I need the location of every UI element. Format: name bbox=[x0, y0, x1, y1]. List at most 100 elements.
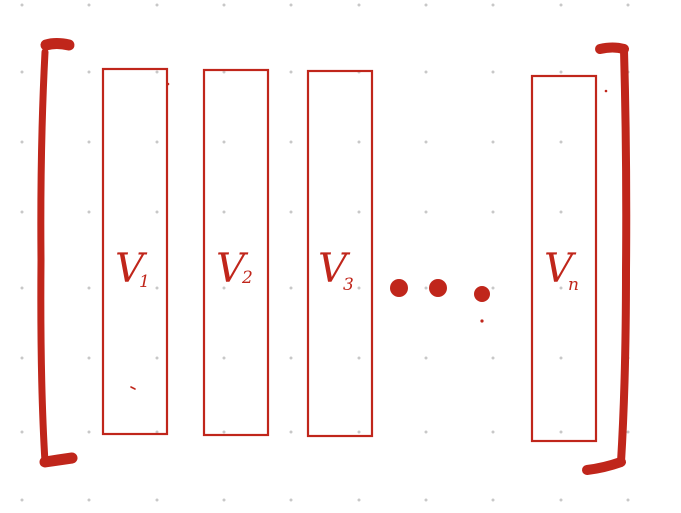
grid-dot bbox=[87, 430, 91, 434]
grid-dot bbox=[155, 498, 159, 502]
grid-dot bbox=[155, 356, 159, 360]
grid-dot bbox=[491, 210, 495, 214]
column-label-subscript: 3 bbox=[343, 275, 354, 295]
grid-dot bbox=[87, 356, 91, 360]
grid-dot bbox=[20, 140, 24, 144]
grid-dot bbox=[491, 356, 495, 360]
grid-dot bbox=[491, 140, 495, 144]
column-label-subscript: 1 bbox=[139, 272, 150, 292]
grid-dot bbox=[155, 140, 159, 144]
grid-dot bbox=[626, 498, 630, 502]
grid-dot bbox=[424, 498, 428, 502]
stray-mark bbox=[130, 386, 136, 390]
grid-dot bbox=[222, 498, 226, 502]
grid-dot bbox=[289, 356, 293, 360]
column-vector-3: V 3 bbox=[306, 69, 374, 438]
column-box bbox=[306, 69, 374, 438]
grid-dot bbox=[357, 210, 361, 214]
grid-dot bbox=[222, 286, 226, 290]
grid-dot bbox=[357, 430, 361, 434]
grid-dot bbox=[222, 140, 226, 144]
grid-dot bbox=[424, 140, 428, 144]
column-label-base: V bbox=[318, 246, 351, 292]
grid-dot bbox=[289, 210, 293, 214]
grid-dot bbox=[222, 70, 226, 74]
grid-dot bbox=[289, 498, 293, 502]
column-label-base: V bbox=[544, 246, 577, 292]
grid-dot bbox=[289, 140, 293, 144]
grid-dot bbox=[155, 3, 159, 7]
grid-dot bbox=[20, 286, 24, 290]
left-bracket-stem bbox=[37, 48, 49, 466]
column-vector-n: V n bbox=[530, 74, 598, 443]
grid-dot bbox=[491, 70, 495, 74]
grid-dot bbox=[20, 3, 24, 7]
grid-dot bbox=[424, 430, 428, 434]
grid-dot bbox=[222, 210, 226, 214]
grid-dot bbox=[357, 356, 361, 360]
grid-dot bbox=[20, 498, 24, 502]
grid-dot bbox=[87, 3, 91, 7]
grid-dot bbox=[491, 498, 495, 502]
grid-dot bbox=[559, 140, 563, 144]
grid-dot bbox=[155, 430, 159, 434]
grid-dot bbox=[357, 3, 361, 7]
column-label-base: V bbox=[216, 246, 249, 292]
left-bracket bbox=[37, 38, 78, 468]
column-label-subscript: n bbox=[568, 275, 579, 295]
grid-dot bbox=[87, 498, 91, 502]
column-box bbox=[202, 68, 270, 437]
grid-dot bbox=[222, 430, 226, 434]
ellipsis bbox=[390, 279, 490, 302]
grid-dot bbox=[289, 430, 293, 434]
grid-dot bbox=[20, 70, 24, 74]
column-label-subscript: 2 bbox=[241, 268, 253, 288]
grid-dot bbox=[491, 430, 495, 434]
grid-dot bbox=[155, 70, 159, 74]
grid-dot bbox=[559, 356, 563, 360]
grid-dot bbox=[424, 3, 428, 7]
grid-dot bbox=[559, 210, 563, 214]
grid-dot bbox=[559, 430, 563, 434]
column-box bbox=[530, 74, 598, 443]
dot-grid bbox=[20, 3, 630, 502]
right-bracket-stem bbox=[617, 46, 631, 466]
grid-dot bbox=[357, 498, 361, 502]
grid-dot bbox=[491, 3, 495, 7]
column-vector-1: V 1 bbox=[101, 67, 169, 436]
stray-marks bbox=[130, 82, 608, 390]
grid-dot bbox=[20, 356, 24, 360]
column-label-base: V bbox=[115, 246, 148, 292]
grid-dot bbox=[491, 286, 495, 290]
left-bracket-bottom bbox=[39, 452, 78, 468]
grid-dot bbox=[289, 286, 293, 290]
stray-mark bbox=[604, 89, 608, 93]
grid-dot bbox=[626, 3, 630, 7]
grid-dot bbox=[87, 210, 91, 214]
grid-dot bbox=[20, 210, 24, 214]
ellipsis-dot bbox=[474, 286, 490, 302]
grid-dot bbox=[155, 286, 159, 290]
grid-dot bbox=[559, 3, 563, 7]
grid-dot bbox=[222, 356, 226, 360]
grid-dot bbox=[357, 286, 361, 290]
ellipsis-dot bbox=[390, 279, 408, 297]
left-bracket-top bbox=[40, 38, 75, 51]
grid-dot bbox=[626, 430, 630, 434]
grid-dot bbox=[424, 356, 428, 360]
grid-dot bbox=[289, 70, 293, 74]
grid-dot bbox=[155, 210, 159, 214]
grid-dot bbox=[87, 140, 91, 144]
grid-dot bbox=[424, 286, 428, 290]
grid-dot bbox=[424, 210, 428, 214]
column-vector-2: V 2 bbox=[202, 68, 270, 437]
grid-dot bbox=[357, 140, 361, 144]
grid-dot bbox=[87, 70, 91, 74]
ellipsis-dot bbox=[429, 279, 447, 297]
right-bracket-bottom bbox=[582, 457, 626, 475]
grid-dot bbox=[87, 286, 91, 290]
stray-mark bbox=[480, 319, 484, 323]
column-box bbox=[101, 67, 169, 436]
right-bracket bbox=[582, 42, 631, 475]
